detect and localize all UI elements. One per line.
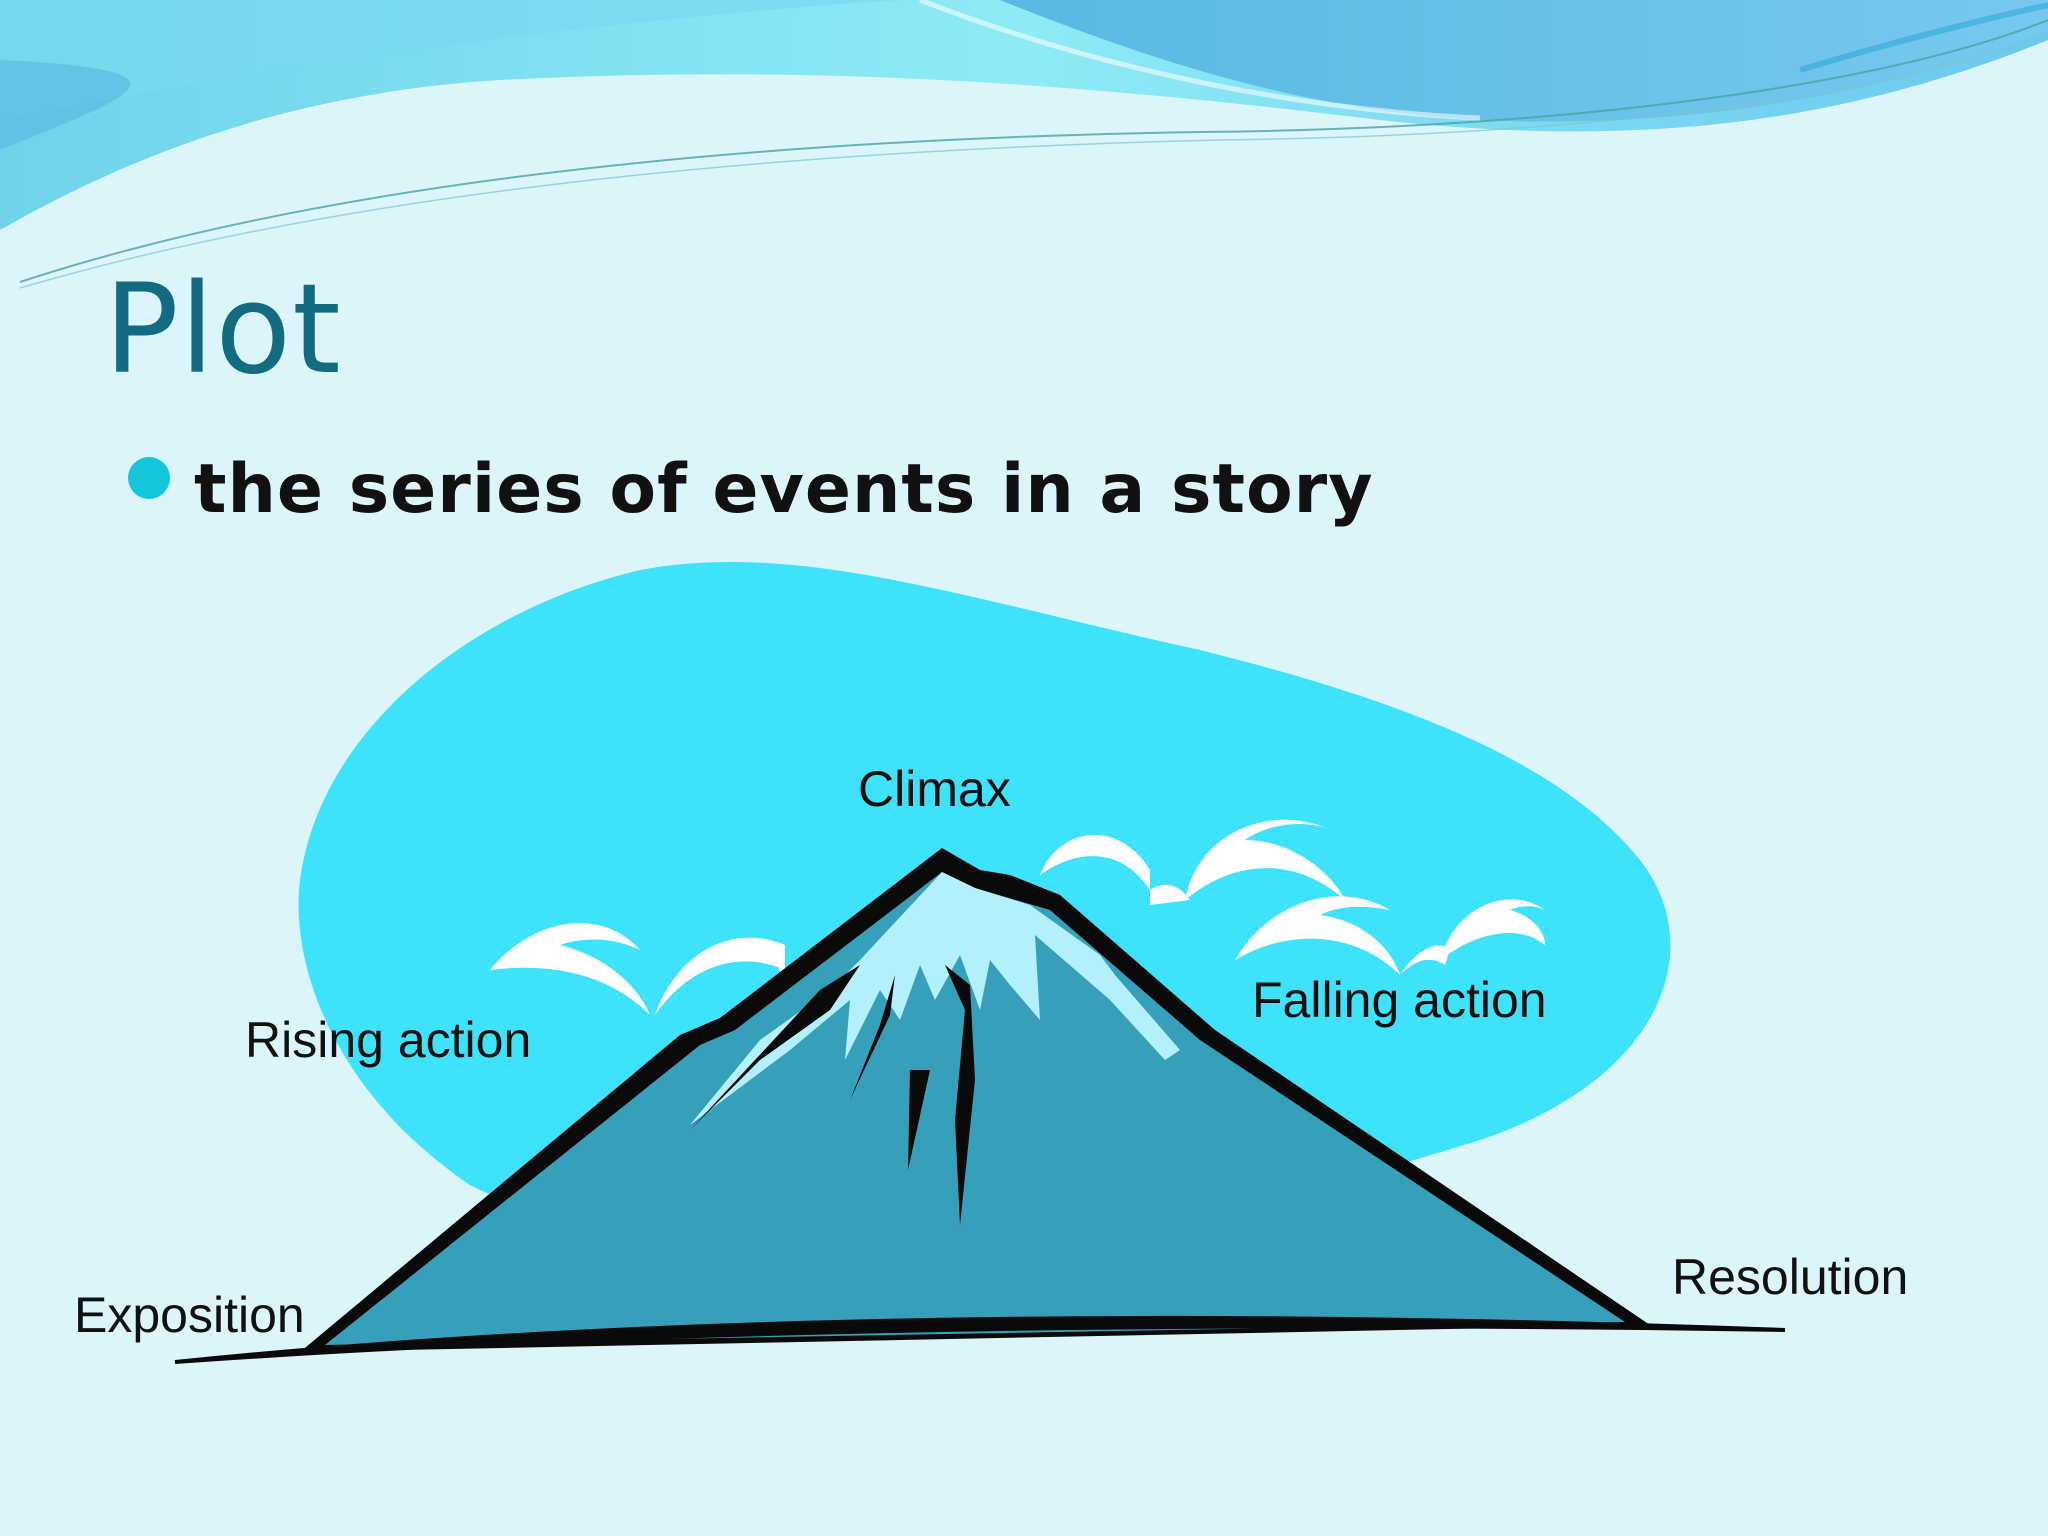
- label-falling-action: Falling action: [1252, 972, 1547, 1028]
- mountain-body: [325, 872, 1625, 1345]
- bullet-item: the series of events in a story: [128, 450, 1374, 529]
- clouds-right-icon: [1040, 819, 1545, 975]
- slide-title: Plot: [104, 258, 342, 402]
- mountain-crevasses: [690, 965, 975, 1225]
- snow-cap: [690, 872, 1180, 1125]
- label-exposition: Exposition: [74, 1287, 305, 1343]
- top-wave-decoration: [0, 0, 2048, 289]
- ground-line: [174, 1315, 1786, 1364]
- label-climax: Climax: [858, 761, 1011, 817]
- label-rising-action: Rising action: [245, 1012, 532, 1068]
- bullet-text: the series of events in a story: [194, 450, 1374, 529]
- bullet-dot-icon: [128, 456, 170, 499]
- clouds-left-icon: [490, 923, 785, 1015]
- label-resolution: Resolution: [1672, 1249, 1909, 1305]
